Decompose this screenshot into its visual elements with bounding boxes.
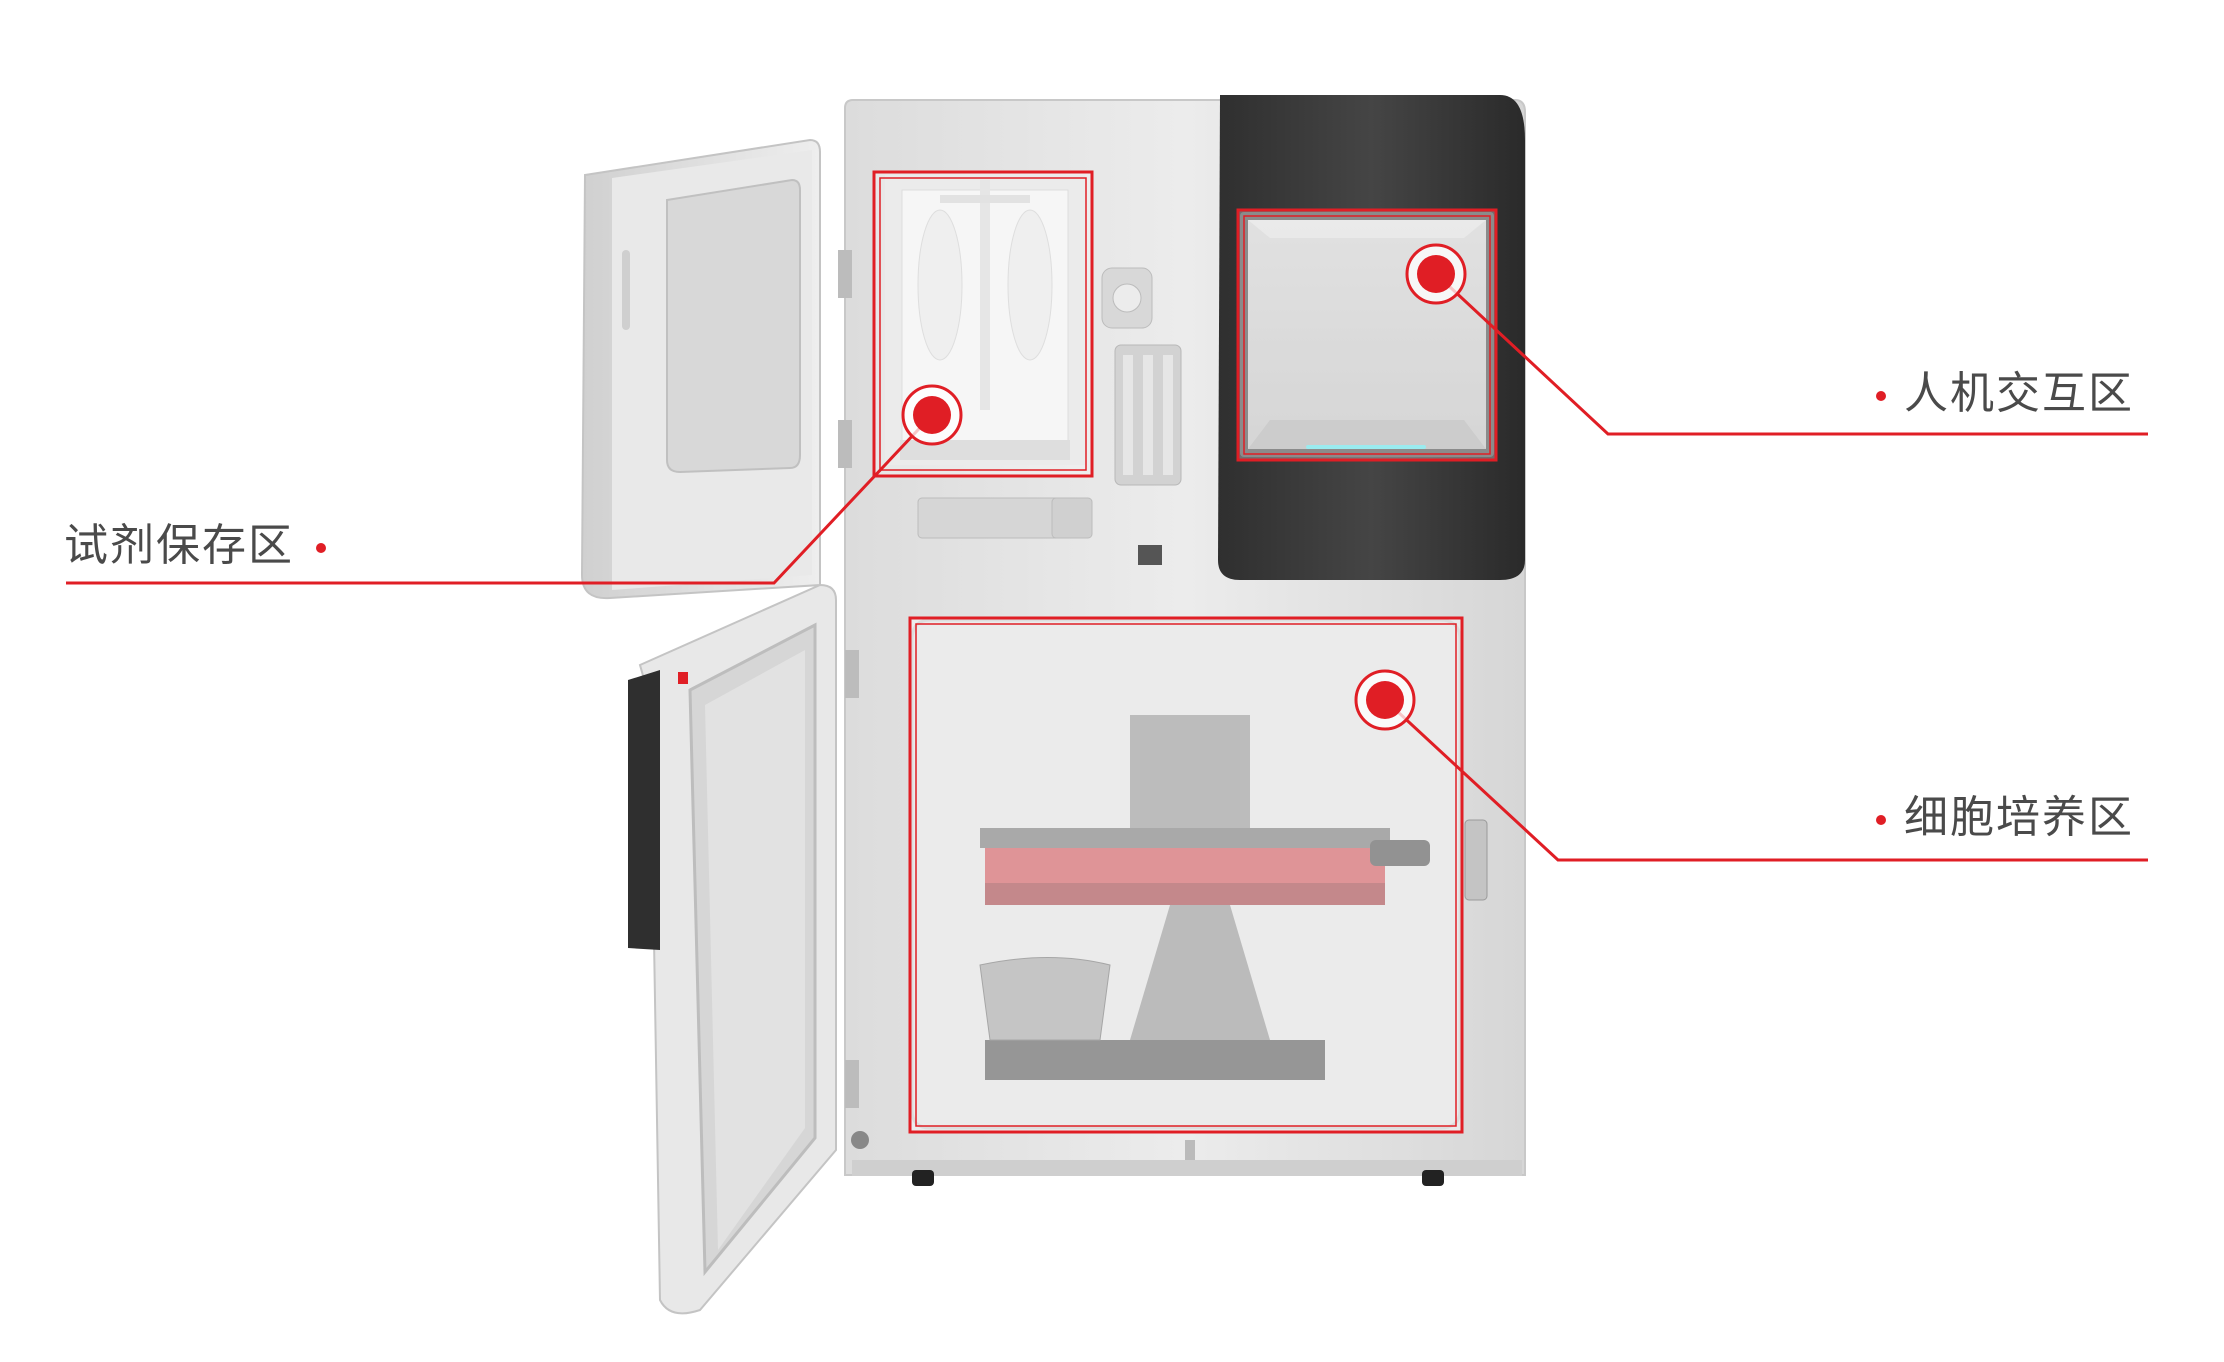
reagent-storage-text: 试剂保存区 — [64, 520, 294, 571]
upper-door[interactable] — [580, 138, 821, 600]
door-hinges — [838, 250, 1488, 1108]
cell-culture-text: 细胞培养区 — [1904, 792, 2134, 843]
bullet-dot-icon — [1876, 815, 1886, 825]
hmi-zone-text: 人机交互区 — [1904, 368, 2134, 419]
reagent-leader-line — [66, 413, 934, 585]
culture-marker-dot[interactable] — [1354, 669, 1416, 731]
cell-culture-label: 细胞培养区 — [1876, 796, 2134, 840]
lower-door[interactable] — [628, 583, 869, 1315]
bullet-dot-icon — [1876, 391, 1886, 401]
hmi-zone-highlight[interactable] — [1238, 210, 1496, 460]
hmi-zone-frame — [1236, 208, 1498, 462]
bullet-dot-icon — [316, 543, 326, 553]
culture-leader-line — [1383, 698, 2148, 862]
reagent-storage-label: 试剂保存区 — [64, 524, 326, 568]
reagent-zone-frame — [872, 170, 1094, 478]
pump-module — [917, 267, 1182, 565]
hmi-marker-dot[interactable] — [1405, 243, 1467, 305]
reagent-marker-dot[interactable] — [901, 384, 963, 446]
culture-chamber-interior — [910, 618, 1462, 1130]
culture-zone-frame — [908, 616, 1464, 1134]
hmi-leader-line — [1434, 272, 2148, 436]
hmi-zone-label: 人机交互区 — [1876, 372, 2134, 416]
screen-indicator-light — [1306, 445, 1426, 449]
